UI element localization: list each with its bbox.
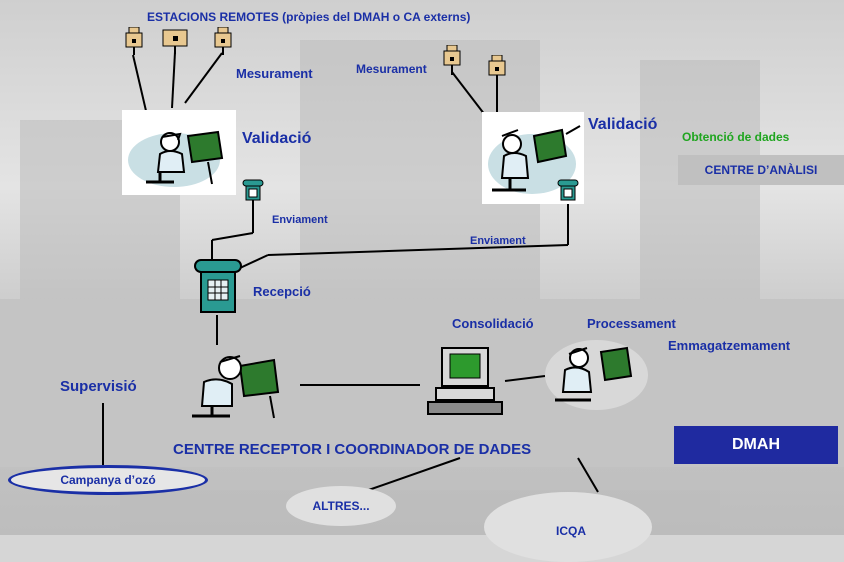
mesurament-left-label: Mesurament — [236, 66, 313, 81]
icqa-ellipse: ICQA — [484, 492, 652, 562]
validation-card-left — [122, 110, 236, 195]
dmah-box: DMAH — [674, 426, 838, 464]
title-text: ESTACIONS REMOTES (pròpies del DMAH o CA… — [147, 10, 471, 24]
phone-icon — [242, 179, 264, 201]
emmagatzemament-label: Emmagatzemament — [668, 338, 791, 353]
obtencio-label: Obtenció de dades — [682, 130, 790, 144]
person-at-desk-icon — [128, 130, 224, 187]
person-at-desk-icon — [555, 346, 633, 402]
station-icon — [125, 27, 143, 55]
phone-icon — [557, 179, 579, 201]
enviament-left-label: Enviament — [272, 214, 328, 226]
recepcio-label: Recepció — [253, 284, 311, 299]
centre-analisi-box: CENTRE D’ANÀLISI — [678, 155, 844, 185]
processament-label: Processament — [587, 316, 676, 331]
centre-receptor-label: CENTRE RECEPTOR I COORDINADOR DE DADES — [173, 441, 532, 458]
validacio-right-label: Validació — [588, 116, 658, 133]
altres-label: ALTRES... — [312, 499, 370, 513]
validacio-left-label: Validació — [242, 130, 312, 147]
fax-phone-icon — [194, 259, 242, 313]
station-icon — [162, 29, 188, 54]
station-icon — [443, 45, 461, 75]
station-icon — [214, 27, 232, 55]
person-at-desk-icon — [192, 355, 280, 419]
person-at-desk-icon — [488, 125, 581, 194]
processing-ellipse — [545, 340, 648, 410]
mesurament-right-label: Mesurament — [356, 62, 427, 76]
station-icon — [488, 55, 506, 85]
supervisio-label: Supervisió — [60, 378, 137, 395]
campanya-label: Campanya d’ozó — [60, 473, 156, 487]
enviament-right-label: Enviament — [470, 235, 526, 247]
altres-ellipse: ALTRES... — [286, 486, 396, 526]
campanya-ellipse: Campanya d’ozó — [8, 465, 208, 495]
computer-icon — [427, 347, 503, 415]
icqa-label: ICQA — [556, 524, 586, 538]
consolidacio-label: Consolidació — [452, 316, 534, 331]
